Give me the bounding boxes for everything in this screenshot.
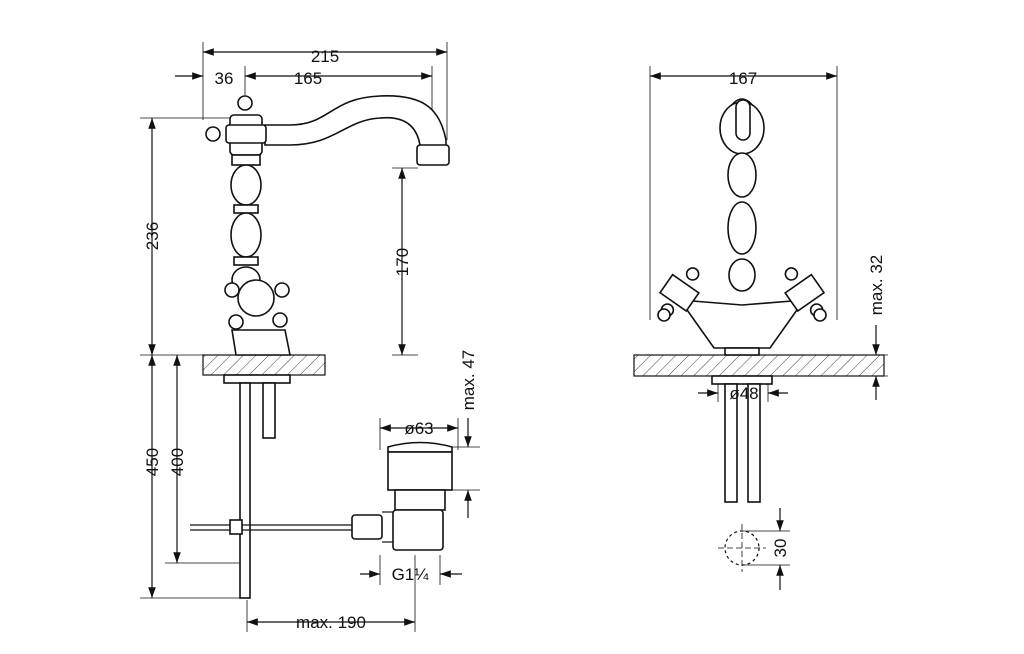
front-view: 167 max. 32 ø48 30 xyxy=(633,66,888,590)
dim-spout-reach: 165 xyxy=(294,69,322,88)
dim-offset: 36 xyxy=(215,69,234,88)
faucet-body-front xyxy=(657,98,827,503)
dim-below-hose: 400 xyxy=(168,448,187,476)
dim-base-diameter: ø48 xyxy=(729,384,758,403)
countertop-section-front xyxy=(633,354,885,377)
dim-hole-diameter: 30 xyxy=(771,539,790,558)
dim-drain-diameter: ø63 xyxy=(404,419,433,438)
dim-spout-height: 170 xyxy=(393,248,412,276)
dim-height-above: 236 xyxy=(143,222,162,250)
drain-assembly xyxy=(351,441,453,551)
side-view: 215 36 165 236 170 450 400 max. 190 ø63 … xyxy=(140,42,480,632)
countertop-section xyxy=(202,354,326,376)
dim-drain-thread: G1¼ xyxy=(392,565,430,584)
dim-total-width: 215 xyxy=(311,47,339,66)
faucet-body xyxy=(205,95,291,599)
dim-below-total: 450 xyxy=(143,448,162,476)
dim-drain-max-height: max. 47 xyxy=(459,350,478,410)
dim-drain-reach: max. 190 xyxy=(296,613,366,632)
dim-front-width: 167 xyxy=(729,69,757,88)
dim-front-max-thickness: max. 32 xyxy=(867,255,886,315)
